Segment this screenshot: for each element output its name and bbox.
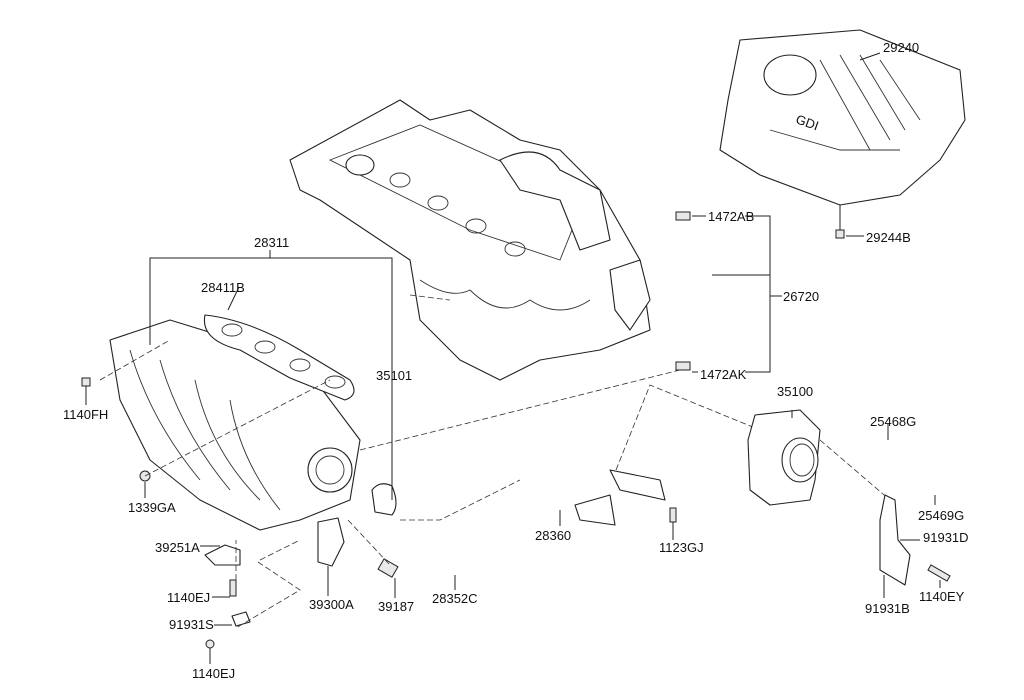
label-26720[interactable]: 26720 — [783, 289, 819, 304]
engine-cover: GDI — [719, 29, 966, 239]
fasteners-left — [81, 294, 681, 664]
label-1140EJ[interactable]: 1140EJ — [167, 590, 210, 605]
label-39187[interactable]: 39187 — [378, 599, 414, 614]
label-1140EY[interactable]: 1140EY — [919, 589, 965, 604]
label-35101[interactable]: 35101 — [376, 368, 412, 383]
pcv-hose — [675, 211, 782, 373]
label-28360[interactable]: 28360 — [535, 528, 571, 543]
label-29240[interactable]: 29240 — [883, 40, 919, 55]
part-labels: 29240 29244B 1472AB 26720 1472AK 28311 2… — [63, 40, 969, 681]
label-1140FH[interactable]: 1140FH — [63, 407, 108, 422]
label-28352C[interactable]: 28352C — [432, 591, 478, 606]
label-1140EJ-lower[interactable]: 1140EJ — [192, 666, 235, 681]
label-28411B[interactable]: 28411B — [201, 280, 245, 295]
label-39300A[interactable]: 39300A — [309, 597, 354, 612]
label-28311[interactable]: 28311 — [254, 235, 289, 250]
label-25468G[interactable]: 25468G — [870, 414, 916, 429]
throttle-body — [747, 409, 951, 598]
label-1472AK[interactable]: 1472AK — [700, 367, 747, 382]
engine-block — [289, 99, 651, 381]
label-29244B[interactable]: 29244B — [866, 230, 911, 245]
label-91931S[interactable]: 91931S — [169, 617, 214, 632]
label-35100[interactable]: 35100 — [777, 384, 813, 399]
label-1472AB[interactable]: 1472AB — [708, 209, 754, 224]
label-1339GA[interactable]: 1339GA — [128, 500, 176, 515]
label-1123GJ[interactable]: 1123GJ — [659, 540, 704, 555]
cover-logo: GDI — [794, 111, 821, 133]
label-91931B[interactable]: 91931B — [865, 601, 910, 616]
label-91931D[interactable]: 91931D — [923, 530, 969, 545]
label-25469G[interactable]: 25469G — [918, 508, 964, 523]
intake-manifold — [109, 250, 397, 531]
label-39251A[interactable]: 39251A — [155, 540, 200, 555]
coolant-pipe — [400, 384, 891, 590]
